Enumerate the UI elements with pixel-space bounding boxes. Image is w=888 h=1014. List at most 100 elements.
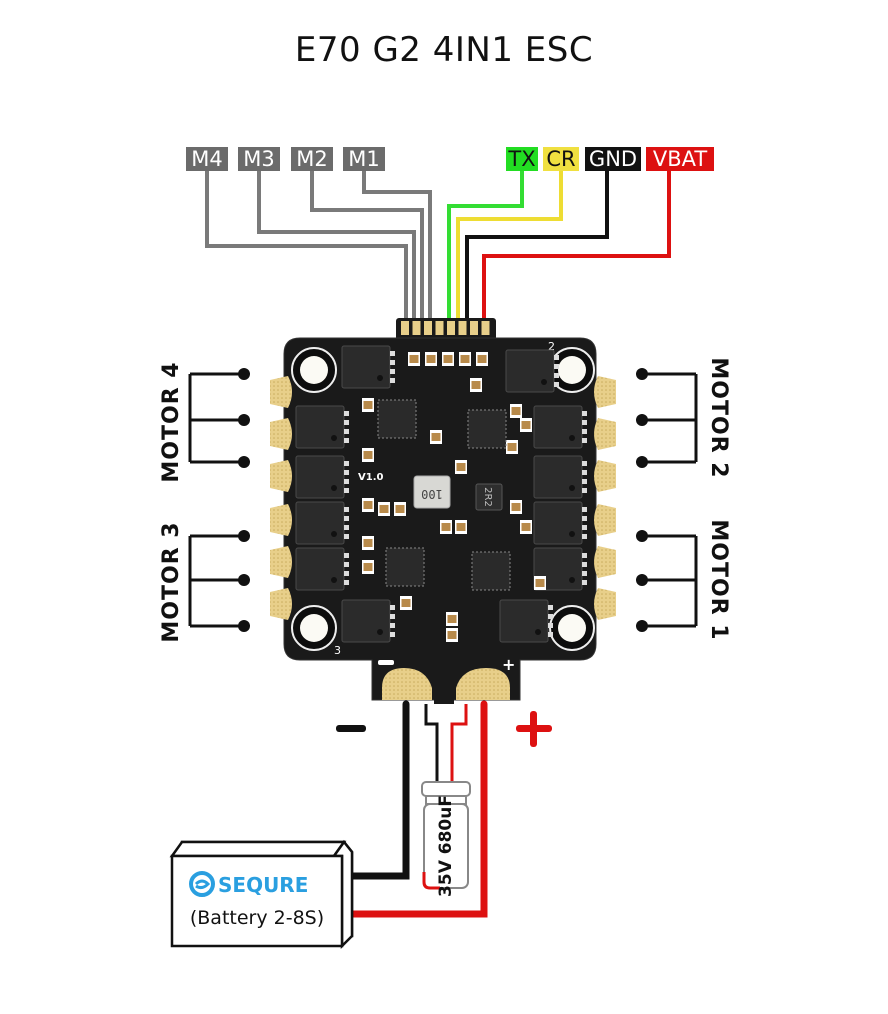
smd-capacitor [362, 448, 374, 462]
diagram-title: E70 G2 4IN1 ESC [294, 30, 594, 70]
motor-4-label: MOTOR 4 [159, 361, 184, 482]
motor-terminal-dot [636, 574, 648, 586]
svg-text:2R2: 2R2 [482, 487, 493, 507]
motor-terminal-dot [636, 456, 648, 468]
motor-4-bracket [188, 368, 250, 468]
smd-capacitor [459, 352, 471, 366]
cr-wire [456, 170, 563, 322]
connector-pad [401, 321, 409, 335]
tx-wire [447, 170, 524, 322]
smd-capacitor [520, 520, 532, 534]
smd-capacitor [362, 498, 374, 512]
mcu-chip [467, 409, 507, 449]
signal-wires [205, 170, 671, 322]
motor-terminal-dot [636, 414, 648, 426]
smd-capacitor [476, 352, 488, 366]
mosfet [499, 599, 553, 643]
signal-connector-pads [401, 321, 490, 335]
esc-board: 4 2 3 100 2R2 V1.0 + [270, 318, 616, 704]
motor-pad-right [594, 504, 616, 536]
smd-capacitor [520, 418, 532, 432]
motor-pad-right [594, 546, 616, 578]
connector-pad [458, 321, 467, 335]
capacitor-positive-lead [450, 704, 468, 784]
smd-capacitor [425, 352, 437, 366]
mosfet [295, 501, 349, 545]
power-pad-negative [382, 668, 432, 700]
mounting-hole-bottom-left [291, 605, 337, 651]
smd-capacitor [534, 576, 546, 590]
corner-number-2: 2 [548, 340, 555, 353]
silk-plus: + [502, 655, 515, 674]
connector-pad [424, 321, 432, 335]
motor-pad-left [270, 460, 292, 492]
motor-pads [270, 376, 616, 620]
smd-capacitor [378, 502, 390, 516]
motor-1-bracket [636, 530, 698, 632]
m2-label-text: M2 [296, 147, 327, 171]
motor-terminal-dot [238, 414, 250, 426]
mounting-hole-top-right [549, 347, 595, 393]
mounting-hole-top-left [291, 347, 337, 393]
smd-capacitor [470, 378, 482, 392]
motor-terminal-dot [238, 574, 250, 586]
inductor-2r2: 2R2 [475, 483, 503, 511]
tx-label: TX [506, 147, 538, 171]
gnd-label: GND [585, 147, 641, 171]
power-pad-positive [456, 668, 510, 700]
motor-terminal-dot [238, 530, 250, 542]
negative-wire [344, 700, 410, 880]
m4-wire [205, 170, 408, 322]
motor-pad-right [594, 460, 616, 492]
cr-label-text: CR [546, 147, 575, 171]
vbat-wire [482, 170, 671, 322]
m1-label-text: M1 [348, 147, 379, 171]
capacitor-label: 35V 680uF [436, 795, 456, 897]
smd-capacitor [446, 612, 458, 626]
silkscreen-version: V1.0 [358, 472, 383, 483]
mosfet [341, 599, 395, 643]
motor-pad-left [270, 504, 292, 536]
m4-label: M4 [186, 147, 228, 171]
mosfet [341, 345, 395, 389]
connector-pad [412, 321, 421, 335]
smd-capacitor [510, 500, 522, 514]
mosfet [533, 455, 587, 499]
motor-pad-right [594, 418, 616, 450]
motor-2-bracket [636, 368, 698, 468]
mcu-chip [385, 547, 425, 587]
motor-terminal-dot [238, 368, 250, 380]
motor-terminal-dot [636, 530, 648, 542]
capacitor: 35V 680uF [421, 781, 471, 897]
motor-1-label: MOTOR 1 [706, 519, 731, 640]
smd-capacitor [430, 430, 442, 444]
mosfets [295, 345, 587, 643]
smd-capacitor [394, 502, 406, 516]
battery: SEQURE (Battery 2-8S) [169, 839, 354, 950]
connector-pad [481, 321, 490, 335]
mosfet [533, 501, 587, 545]
motor-pad-left [270, 546, 292, 578]
mosfet [295, 547, 349, 591]
motor-pad-right [594, 376, 616, 408]
m3-label-text: M3 [243, 147, 274, 171]
smd-components [362, 352, 546, 642]
gnd-label-text: GND [589, 147, 637, 171]
m2-label: M2 [291, 147, 333, 171]
m3-label: M3 [238, 147, 280, 171]
motor-terminal-dot [636, 620, 648, 632]
mosfet [533, 405, 587, 449]
inductor-100: 100 [413, 475, 451, 509]
power-wires [344, 700, 488, 918]
sequre-logo-icon [189, 871, 215, 897]
m3-wire [257, 170, 416, 322]
mounting-hole-bottom-right [549, 605, 595, 651]
mosfet [295, 455, 349, 499]
corner-number-3: 3 [334, 644, 341, 657]
motor-2-label: MOTOR 2 [706, 357, 731, 478]
motor-pad-left [270, 418, 292, 450]
connector-pad [435, 321, 444, 335]
capacitor-negative-lead [424, 704, 439, 784]
